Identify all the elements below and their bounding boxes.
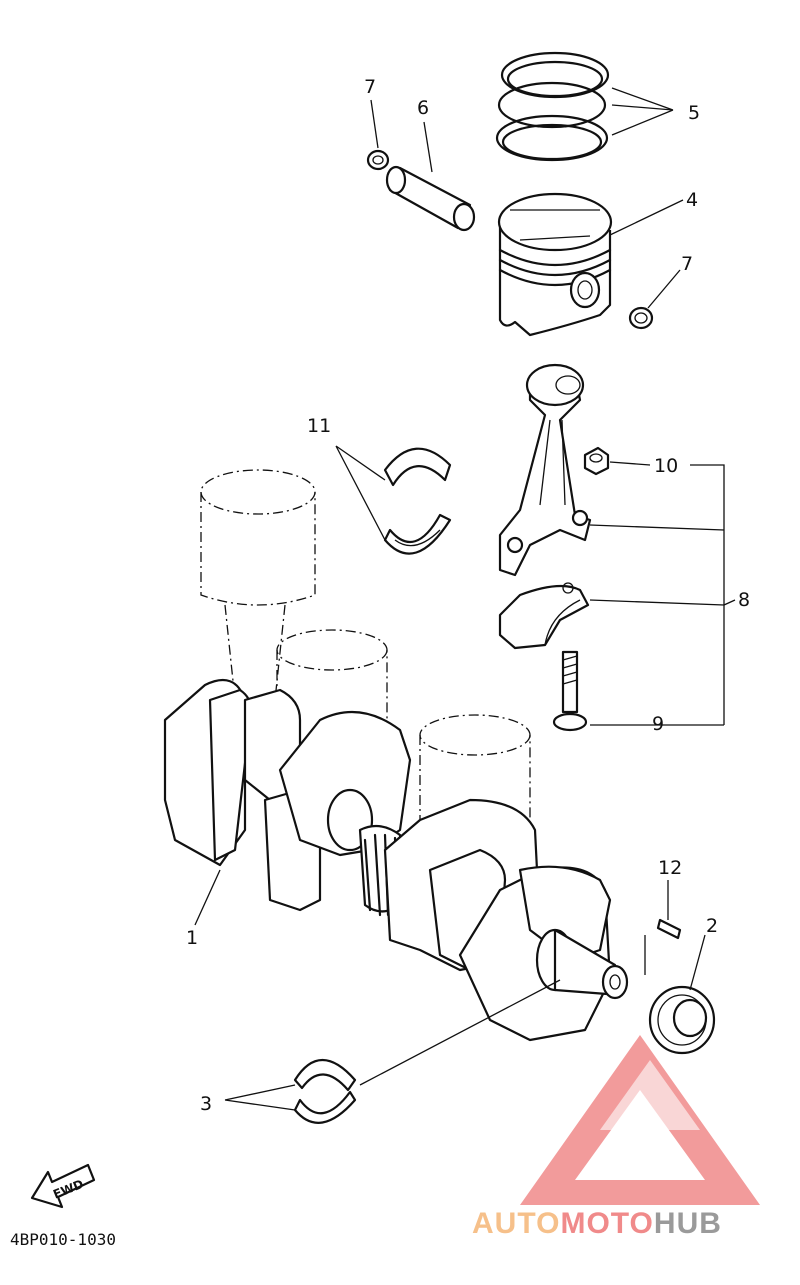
circlip-right [628,306,654,330]
oil-seal [648,985,716,1055]
callout-3: 3 [200,1093,212,1115]
callout-4: 4 [686,189,698,211]
connecting-rod-cap [498,582,590,650]
callout-8: 8 [738,589,750,611]
forward-arrow: FWD [30,1163,96,1209]
callout-7a: 7 [364,76,376,98]
callout-6: 6 [417,97,429,119]
crankshaft [163,678,629,1042]
watermark-logo [520,1035,760,1205]
main-bearing-lower [293,1090,357,1124]
callouts: 1 2 3 4 5 6 7 7 8 9 10 11 12 [186,76,750,1115]
callout-5: 5 [688,102,700,124]
connecting-rod [498,363,592,577]
big-end-bearing-upper [383,447,452,487]
callout-2: 2 [706,915,718,937]
callout-11: 11 [307,415,331,437]
diagram-code: 4BP010-1030 [10,1230,116,1249]
leader-lines [194,87,736,1111]
watermark-text: AUTOMOTOHUB [472,1207,722,1240]
rod-nut [583,446,610,476]
watermark-moto: MOTO [560,1207,653,1240]
callout-9: 9 [652,713,664,735]
svg-text:AUTOMOTOHUB: AUTOMOTOHUB [472,1207,722,1240]
rod-bolt [552,650,588,732]
big-end-bearing-lower [383,513,452,555]
piston-rings [495,51,610,162]
callout-7b: 7 [681,253,693,275]
callout-1: 1 [186,927,198,949]
watermark-auto: AUTO [472,1207,560,1240]
circlip-left [366,149,390,171]
phantom-piston-1 [200,469,316,701]
watermark-triangle [520,1035,760,1205]
callout-12: 12 [658,857,682,879]
main-bearing-upper [293,1058,357,1092]
watermark-hub: HUB [654,1207,722,1240]
callout-10: 10 [654,455,678,477]
piston-pin [385,165,476,232]
woodruff-key [656,918,682,940]
piston [497,192,613,337]
